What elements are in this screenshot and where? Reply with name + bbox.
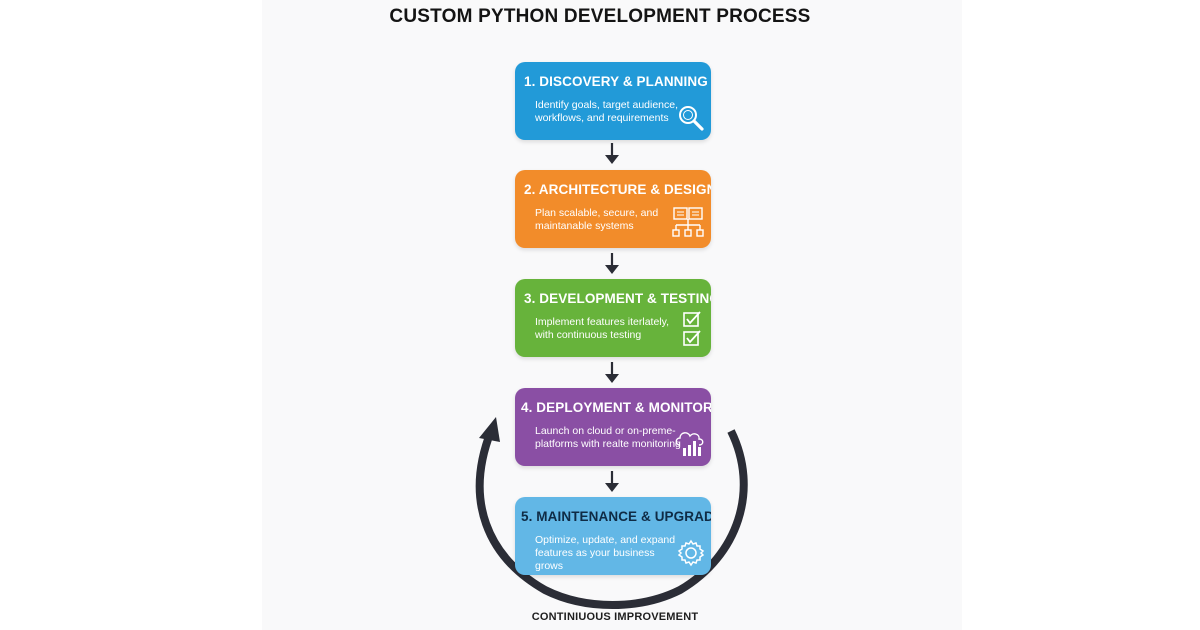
step-description: Launch on cloud or on-preme-platforms wi… — [535, 425, 681, 450]
step-architecture-design: 2. ARCHITECTURE & DESIGN Plan scalable, … — [515, 170, 711, 248]
step-title: 3. DEVELOPMENT & TESTING — [524, 291, 711, 306]
checklist-icon — [683, 311, 701, 346]
cloud-analytics-icon — [675, 432, 704, 456]
continuous-improvement-label: CONTINIUOUS IMPROVEMENT — [531, 611, 699, 623]
magnifier-icon — [679, 106, 704, 131]
step-development-testing: 3. DEVELOPMENT & TESTING Implement featu… — [515, 279, 711, 357]
diagram-title: CUSTOM PYTHON DEVELOPMENT PROCESS — [389, 6, 811, 27]
step-title: 1. DISCOVERY & PLANNING — [524, 74, 708, 89]
down-arrow — [605, 143, 619, 164]
gear-icon — [677, 539, 705, 567]
step-title: 5. MAINTENANCE & UPGRADES — [521, 509, 711, 524]
step-discovery-planning: 1. DISCOVERY & PLANNING Identify goals, … — [515, 62, 711, 140]
step-maintenance-upgrades: 5. MAINTENANCE & UPGRADES Optimize, upda… — [515, 497, 711, 575]
down-arrow — [605, 471, 619, 492]
step-deployment-monitoring: 4. DEPLOYMENT & MONITORING Launch on clo… — [515, 388, 711, 466]
step-description: Identify goals, target audience, workflo… — [535, 99, 679, 124]
down-arrow — [605, 253, 619, 274]
down-arrow — [605, 362, 619, 383]
step-description: Plan scalable, secure, and maintanable s… — [535, 207, 659, 232]
step-title: 2. ARCHITECTURE & DESIGN — [524, 182, 711, 197]
step-description: Implement features iterlately, with cont… — [535, 316, 670, 341]
architecture-diagram-icon — [672, 207, 704, 237]
step-description: Optimize, update, and expand features as… — [535, 534, 676, 572]
step-title: 4. DEPLOYMENT & MONITORING — [521, 400, 711, 415]
